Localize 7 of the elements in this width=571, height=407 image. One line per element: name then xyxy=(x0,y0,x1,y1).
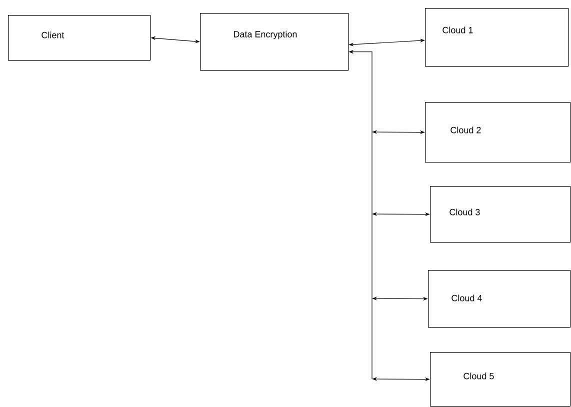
process-box: Cloud 2 xyxy=(425,102,571,163)
process-box: Cloud 1 xyxy=(425,8,569,67)
process-box: Client xyxy=(8,15,151,61)
process-box: Cloud 3 xyxy=(430,186,571,243)
process-box: Cloud 5 xyxy=(430,352,571,407)
process-box: Cloud 4 xyxy=(428,270,571,328)
process-box: Data Encryption xyxy=(200,13,349,71)
